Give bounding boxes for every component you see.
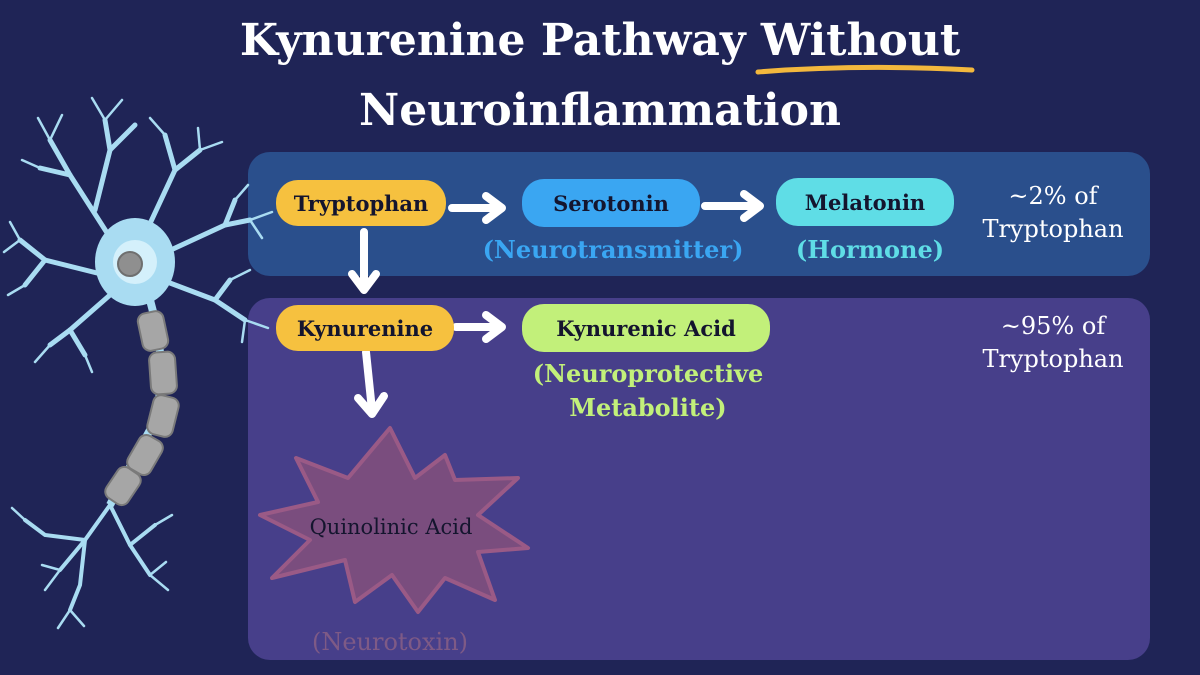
serotonin-share-line-1: ~2% of [1008,182,1098,210]
title-underline [755,64,975,75]
diagram-title-line-1: Kynurenine Pathway Without [0,8,1200,74]
kynurenine-share-line-2: Tryptophan [982,345,1124,373]
quinolinic-acid-star [258,426,530,614]
neuron-axon-myelin [104,298,180,507]
pathway-arrows [348,190,764,418]
serotonin-role-label: (Neurotransmitter) [482,235,744,264]
kynurenine-share-line-1: ~95% of [1000,312,1106,340]
node-kynurenine: Kynurenine [276,305,454,351]
kynurenic-acid-role-line-1: (Neuroprotective [532,359,764,388]
serotonin-share-line-2: Tryptophan [982,215,1124,243]
title-text-start: Kynurenine Pathway [239,15,761,66]
arrow-kynurenine-to-kynurenic-acid [452,311,506,343]
arrow-tryptophan-to-serotonin [448,192,506,224]
quinolinic-acid-role-label: (Neurotoxin) [311,628,469,656]
title-emphasis-word: Without [760,15,961,66]
node-serotonin: Serotonin [522,179,700,227]
node-melatonin: Melatonin [776,178,954,226]
kynurenic-acid-role-line-2: Metabolite) [569,393,727,422]
node-kynurenic-acid: Kynurenic Acid [522,304,770,352]
arrow-kynurenine-to-quinolinic-acid [354,348,388,418]
neuron-illustration [2,96,274,630]
melatonin-role-label: (Hormone) [795,235,945,264]
neuron-cell-body [95,218,175,306]
node-quinolinic-acid: Quinolinic Acid [309,515,473,539]
arrow-tryptophan-to-kynurenine [348,228,380,294]
diagram-title-line-2: Neuroinflammation [359,85,841,136]
arrow-serotonin-to-melatonin [701,190,764,222]
node-tryptophan: Tryptophan [276,180,446,226]
